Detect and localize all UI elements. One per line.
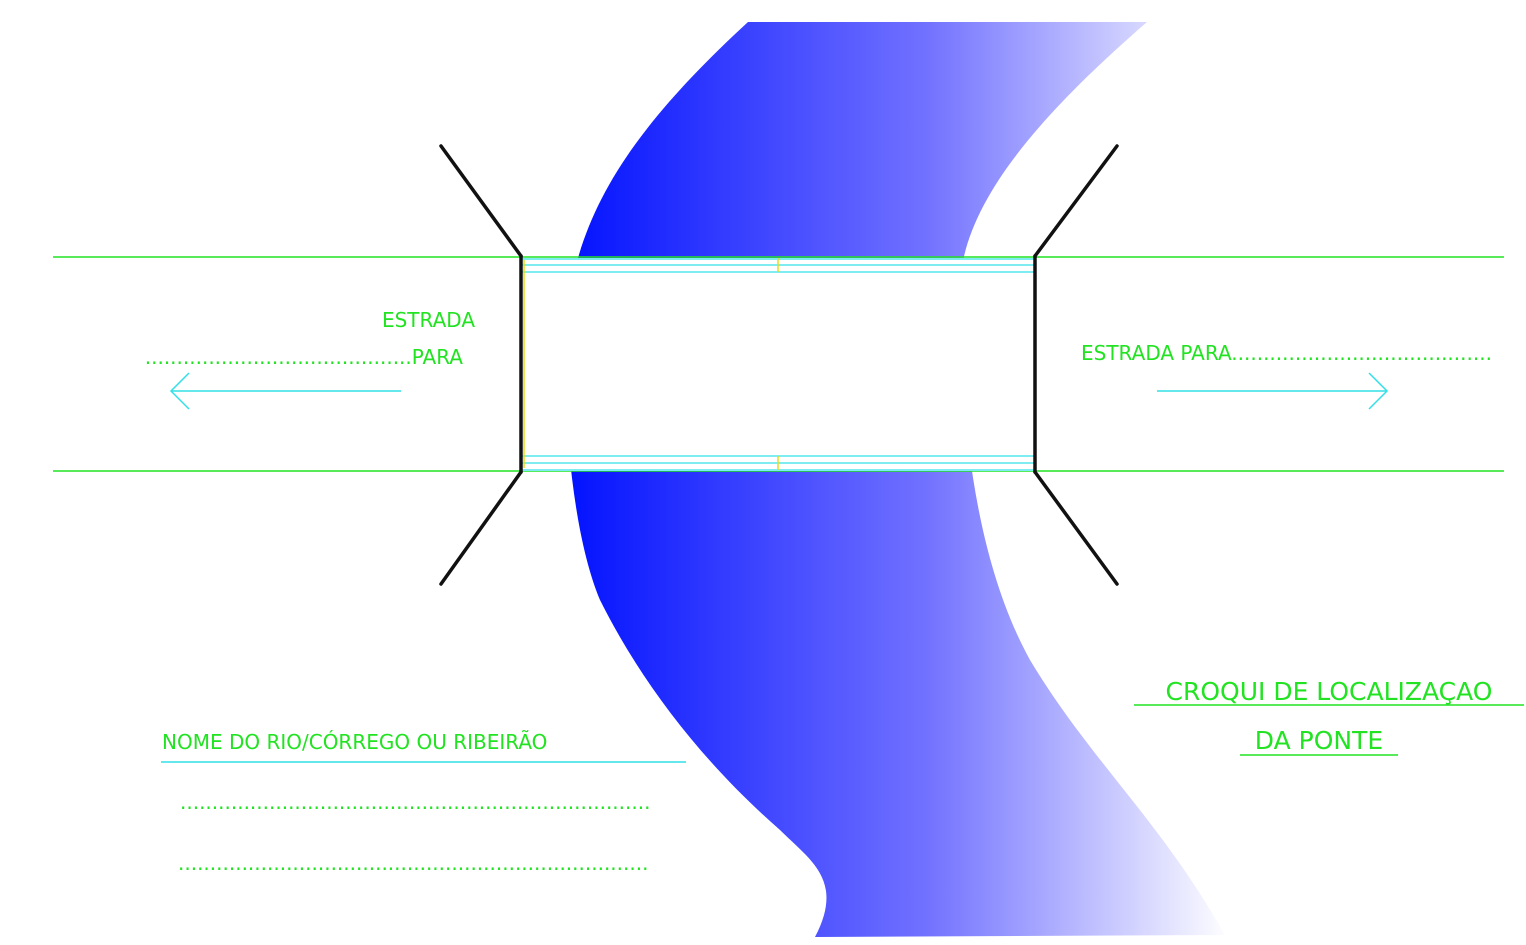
right-road-destination: ESTRADA PARA............................… [1081, 341, 1492, 365]
abutment-right [1033, 144, 1119, 586]
abutment-left [439, 144, 523, 586]
bridge-deck [521, 258, 1035, 471]
title-line-1: CROQUI DE LOCALIZAÇAO [1166, 677, 1493, 706]
river [565, 22, 1225, 937]
left-road-label: ESTRADA [382, 308, 475, 332]
river-name-blank-2: ........................................… [178, 851, 648, 875]
arrow-left-icon [169, 372, 401, 410]
left-road-destination: ........................................… [145, 345, 464, 369]
river-name-blank-1: ........................................… [180, 790, 650, 814]
title-line-2: DA PONTE [1255, 726, 1383, 755]
river-name-label: NOME DO RIO/CÓRREGO OU RIBEIRÃO [162, 730, 547, 754]
arrow-right-icon [1157, 372, 1389, 410]
